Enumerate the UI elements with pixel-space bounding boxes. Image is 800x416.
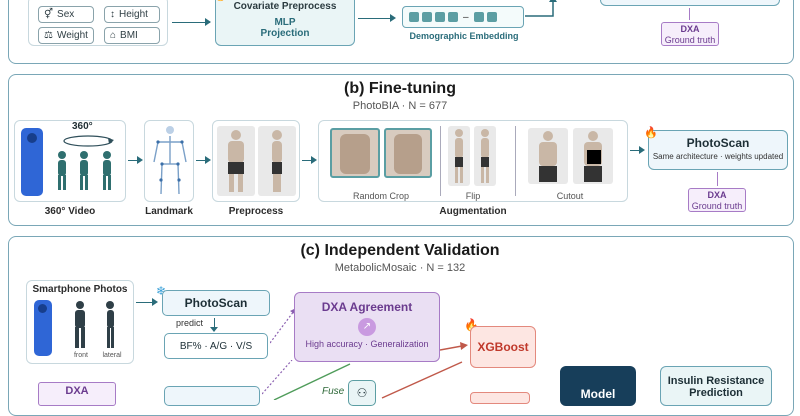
weight-icon: ⚖ [44,30,53,41]
aug-flip-photo-1 [448,126,470,186]
embedding-vector: – [402,6,524,28]
dxa-agreement-box: DXA Agreement ↗ High accuracy · Generali… [294,292,440,362]
arrow-chips-to-covariate [172,22,210,23]
arrow-preprocess-to-augmentation [302,160,314,161]
preprocess-photo-front [217,126,255,196]
arrowhead [152,298,158,306]
covariate-preprocess-box: Covariate Preprocess MLP Projection [215,0,355,46]
covariate-mlp: MLP [274,17,296,28]
chart-icon: ↗ [358,318,376,336]
model-box: Model [560,366,636,406]
embedding-label: Demographic Embedding [409,31,519,41]
arrow-dxa-up-a [689,8,690,20]
predict-label: predict [176,318,204,328]
arrow-to-xgboost [440,342,468,351]
arrow-dxa-up-b [717,172,718,186]
section-b-subtitle: PhotoBIA · N = 677 [352,100,448,112]
section-c-title: (c) Independent Validation [300,242,500,259]
skeleton-landmark-icon [153,126,187,195]
photoscan-box-a-edge [600,0,780,6]
aug-label-flip: Flip [465,191,481,201]
arrow-landmark-to-preprocess [196,160,208,161]
snowflake-icon: ❄ [156,284,167,298]
fuse-label: Fuse [322,386,345,397]
step-label-video: 360° Video [44,206,96,217]
covariate-title: Covariate Preprocess [233,1,337,12]
front-lateral-silhouettes [75,301,114,348]
arrowhead [205,18,211,26]
arrow-covariate-to-embedding [358,18,394,19]
xgboost-box: XGBoost [470,326,536,368]
section-b-title: (b) Fine-tuning [344,80,456,97]
agreement-title: DXA Agreement [321,300,413,314]
arrow-photos-to-photoscan [136,302,154,303]
section-c-subtitle: MetabolicMosaic · N = 132 [334,262,466,274]
step-label-augmentation: Augmentation [439,206,507,217]
preprocess-photo-side [258,126,296,196]
arrowhead [390,14,396,22]
chip-bmi: ⌂BMI [104,27,160,44]
aug-crop-photo-2 [384,128,432,178]
person-silhouettes [58,151,111,190]
step-label-preprocess: Preprocess [228,206,284,217]
outputs-box: BF% · A/G · V/S [164,333,268,359]
photoscan-title-c: PhotoScan [184,296,248,310]
arrow-augmentation-to-photoscan [630,150,642,151]
model-label: Model [580,387,616,401]
bmi-icon: ⌂ [110,30,117,41]
photo-label-lateral: lateral [102,352,122,359]
arrowhead [137,156,143,164]
xgboost-label: XGBoost [477,340,529,354]
aug-cutout-photo-2 [573,128,613,184]
fire-icon: 🔥 [644,127,658,139]
insulin-line2: Prediction [689,387,743,399]
arrowhead [639,146,645,154]
agreement-sub: High accuracy · Generalization [305,339,429,349]
insulin-line1: Insulin Resistance [667,375,765,387]
arrowhead [205,156,211,164]
arrow-predict-down [214,318,215,328]
photoscan-box-c: PhotoScan [162,290,270,316]
arrowhead [210,327,218,332]
outputs-label: BF% · A/G · V/S [179,341,253,352]
arrow-embedding-up [525,0,557,17]
photoscan-box-b: PhotoScan Same architecture · weights up… [648,130,788,170]
aug-cutout-photo-1 [528,128,568,184]
height-icon: ↕ [110,9,115,20]
covariate-projection: Projection [260,28,310,39]
photoscan-title-b: PhotoScan [686,136,750,150]
photoscan-sub-b: Same architecture · weights updated [652,152,784,161]
fire-icon: 🔥 [214,0,226,2]
sex-icon: ⚥ [44,9,54,20]
chip-sex: ⚥Sex [38,6,94,23]
rotation-icon [63,135,114,147]
smartphone-icon [21,128,43,196]
aug-divider-2 [515,126,516,196]
arrow-video-to-landmark [128,160,140,161]
smartphone-photos-title: Smartphone Photos [32,284,128,295]
aug-divider-1 [440,126,441,196]
aug-label-crop: Random Crop [352,191,410,201]
fuse-icon: ⚇ [348,380,376,406]
arrowhead [311,156,317,164]
fire-icon [470,392,530,404]
step-label-landmark: Landmark [145,206,193,217]
aug-label-cutout: Cutout [556,191,584,201]
aug-flip-photo-2 [474,126,496,186]
chip-weight: ⚖Weight [38,27,94,44]
rotation-label: 360° [72,121,93,132]
chip-height: ↕Height [104,6,160,23]
dxa-box-c: DXA [38,382,116,406]
photo-label-front: front [73,352,88,359]
aug-crop-photo-1 [330,128,380,178]
insulin-box: Insulin Resistance Prediction [660,366,772,406]
connector-lines [262,360,463,400]
smartphone-icon [34,300,52,356]
covariate-box-c-partial [164,386,260,406]
